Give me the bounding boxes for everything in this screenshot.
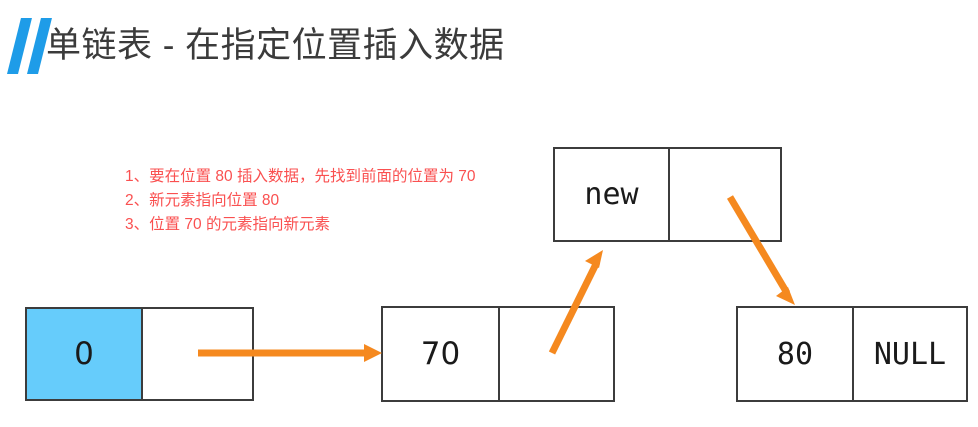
head-node-data-cell: 0 — [27, 309, 141, 399]
head-node-next-cell — [140, 309, 252, 399]
node-80-data-cell: 80 — [776, 336, 814, 372]
node-80: 80 NULL — [736, 306, 968, 402]
annotation-line-2: 2、新元素指向位置 80 — [125, 192, 280, 209]
node-80-next-cell: NULL — [851, 308, 966, 400]
slide-header: 单链表 - 在指定位置插入数据 — [0, 0, 978, 92]
node-70-next-cell — [497, 308, 613, 400]
annotation-line-1: 1、要在位置 80 插入数据，先找到前面的位置为 70 — [125, 168, 476, 185]
node-70-data-cell: 70 — [420, 336, 461, 372]
new-node-data-cell: new — [584, 177, 639, 212]
new-node-next-cell — [667, 149, 780, 240]
head-node: 0 — [25, 307, 254, 401]
node-70: 70 — [381, 306, 615, 402]
page-title: 单链表 - 在指定位置插入数据 — [46, 26, 505, 65]
annotation-line-3: 3、位置 70 的元素指向新元素 — [125, 216, 330, 233]
new-node: new — [553, 147, 782, 242]
annotation-list: 1、要在位置 80 插入数据，先找到前面的位置为 70 2、新元素指向位置 80… — [125, 165, 476, 237]
